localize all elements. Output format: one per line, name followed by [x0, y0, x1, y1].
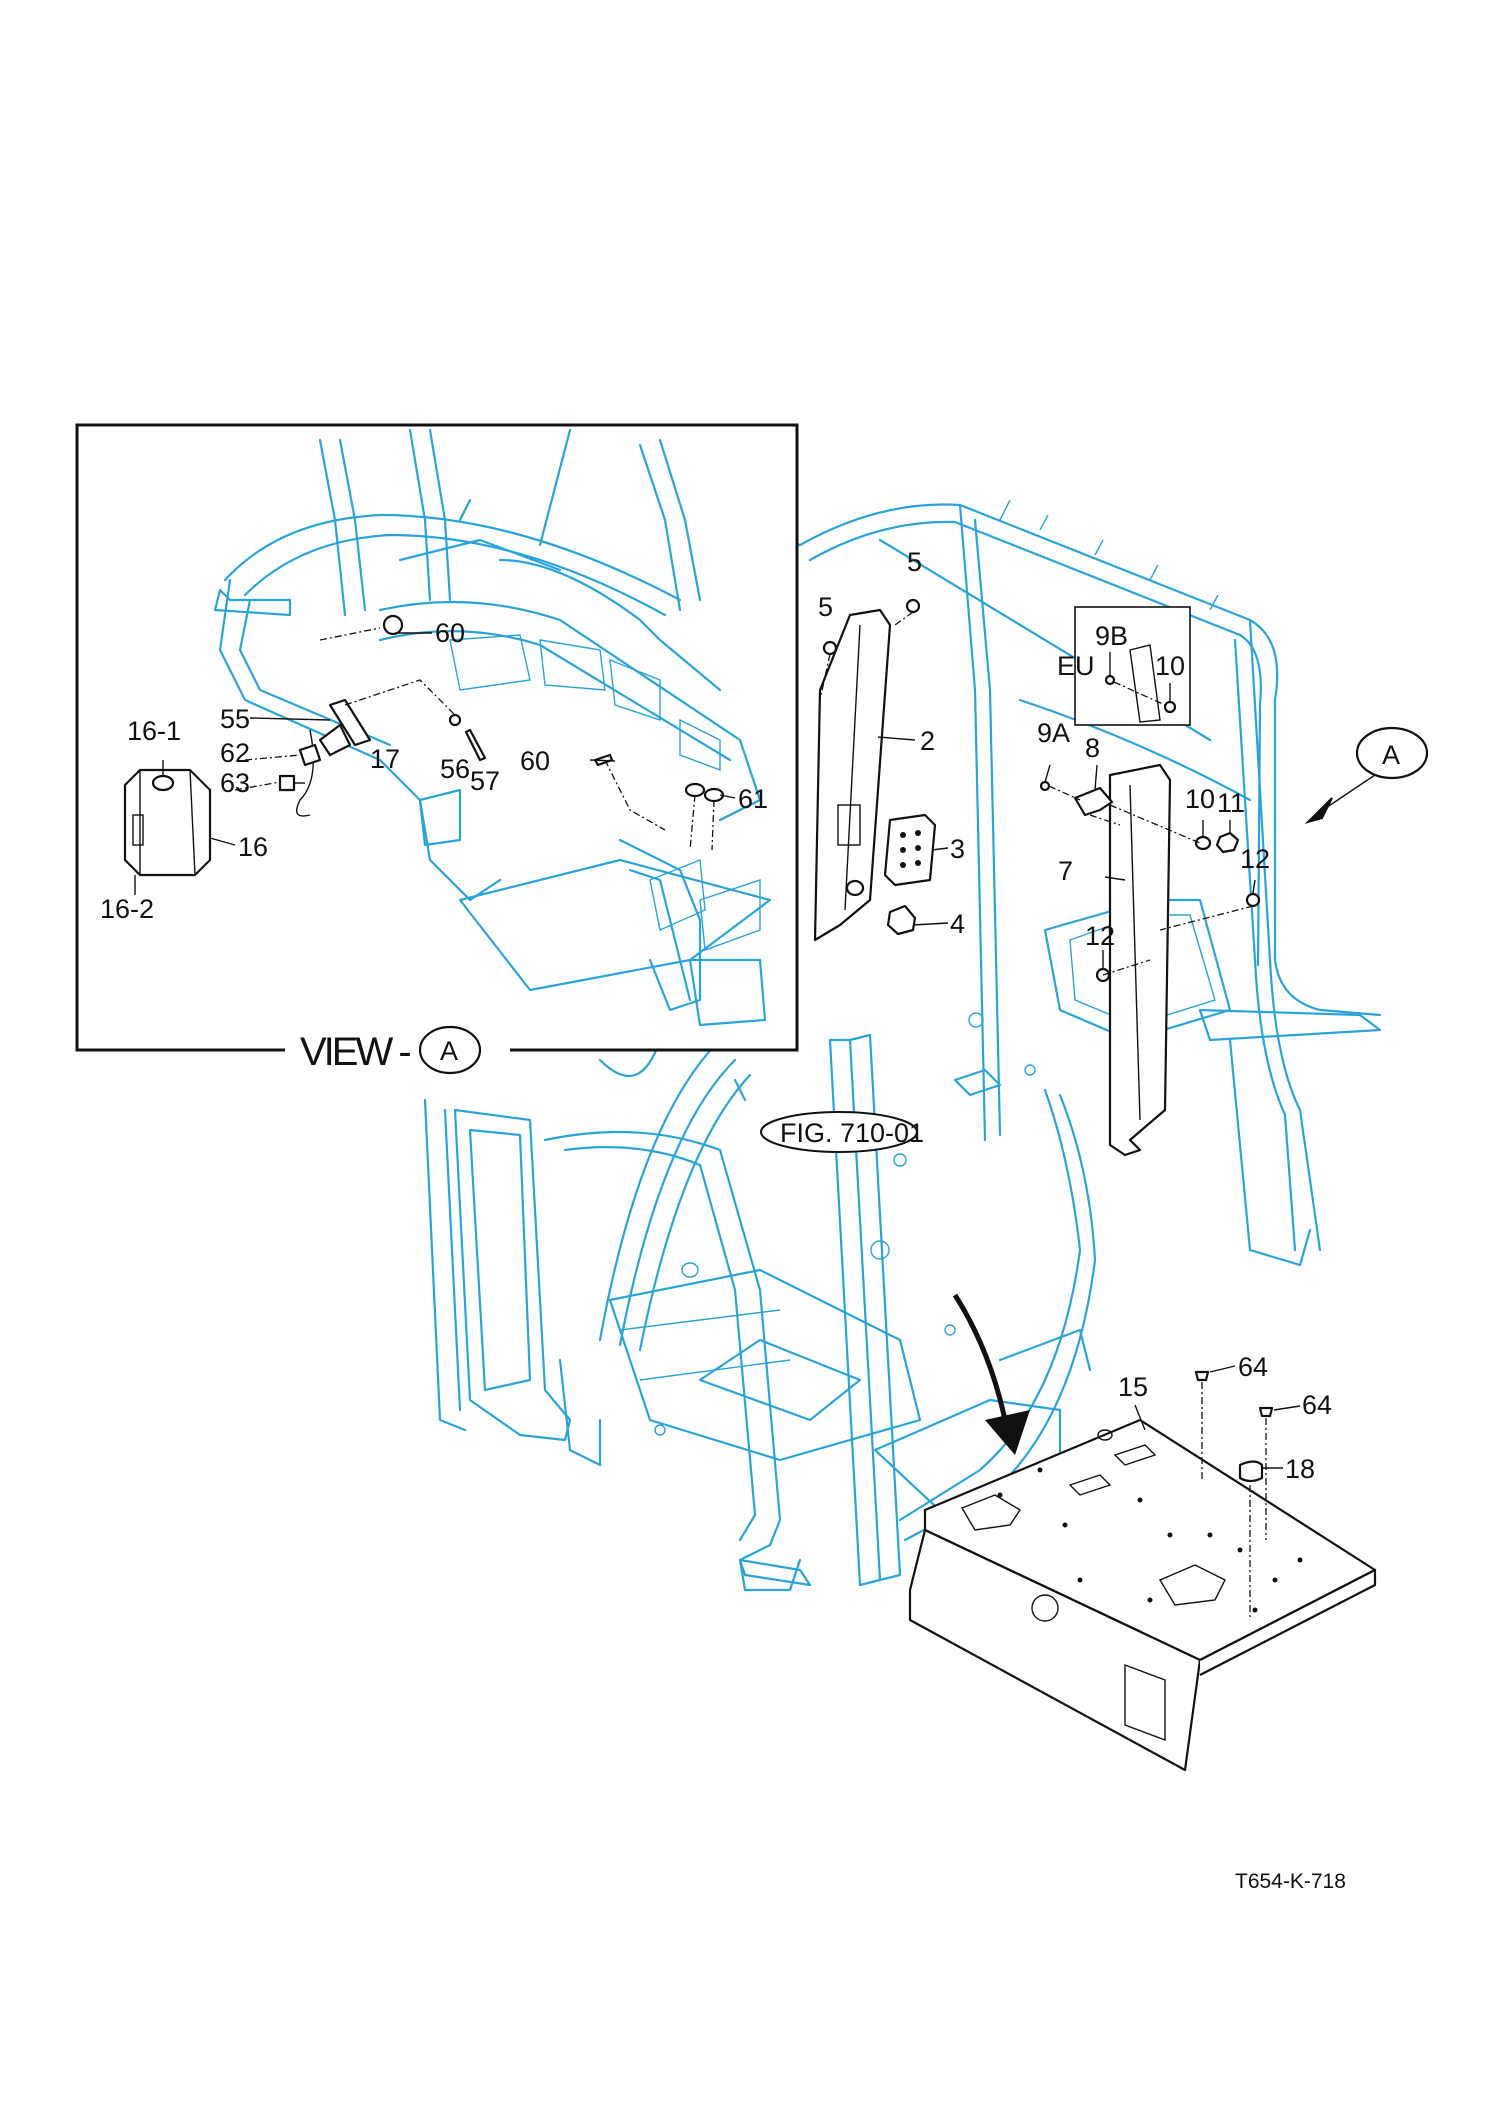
- drawing-number: T654-K-718: [1235, 1870, 1346, 1893]
- label-10: 10: [1185, 784, 1215, 814]
- label-61: 61: [738, 784, 768, 814]
- label-17: 17: [370, 744, 400, 774]
- washer-56: [448, 713, 462, 727]
- bracket-17: [328, 698, 372, 747]
- screw-12-a: [1245, 892, 1261, 908]
- screw-5-a: [822, 640, 838, 656]
- label-62: 62: [220, 738, 250, 768]
- label-15: 15: [1118, 1372, 1148, 1402]
- inset-parts: [123, 614, 736, 895]
- callout-a-circle: [1355, 726, 1429, 780]
- plugs: [1134, 1365, 1301, 1620]
- clamp-62: [298, 743, 322, 767]
- label-11: 11: [1217, 788, 1245, 818]
- label-16-1: 16-1: [127, 716, 181, 746]
- plug-64-b: [1258, 1406, 1274, 1418]
- main-labels: 5 5 2 3 4 9A 8 7 10 11 12 12: [818, 547, 1270, 951]
- floor-labels: 15 64 64 18: [1118, 1352, 1332, 1484]
- label-12-b: 12: [1085, 921, 1115, 951]
- variant-label-eu: EU: [1057, 651, 1095, 681]
- nozzle-57: [464, 728, 487, 762]
- label-64-a: 64: [1238, 1352, 1268, 1382]
- plug-64-a: [1194, 1370, 1210, 1382]
- callout-a-marker: A: [1382, 740, 1400, 770]
- cab-frame: [423, 499, 1382, 1592]
- view-a-inset: 60 55 16-1 62 63 17 56 57 60 61 16 16-2 …: [75, 423, 799, 1075]
- screw-9a: [1039, 780, 1051, 792]
- view-prefix: VIEW -: [300, 1030, 410, 1074]
- label-56: 56: [440, 754, 470, 784]
- washer-10: [1194, 835, 1212, 851]
- view-title: VIEW - A: [285, 1025, 510, 1075]
- label-9a: 9A: [1037, 718, 1070, 748]
- screw-5-b: [905, 598, 921, 614]
- label-8: 8: [1085, 733, 1100, 763]
- eu-variant-box: 9B EU 10: [1057, 606, 1191, 726]
- floor-arrow: [952, 1293, 1030, 1455]
- label-63: 63: [220, 768, 250, 798]
- variant-part-9b: 9B: [1095, 621, 1128, 651]
- bolt-63: [278, 774, 305, 792]
- washer-tank: [123, 768, 212, 877]
- main-parts: [813, 598, 1261, 1157]
- label-2: 2: [920, 726, 935, 756]
- figure-reference: FIG. 710-01: [760, 1111, 924, 1153]
- label-16-2: 16-2: [100, 894, 154, 924]
- plug-60-upper: [382, 614, 404, 636]
- callout-a: A: [1304, 726, 1429, 825]
- cap-61-a: [684, 782, 706, 798]
- label-7: 7: [1058, 856, 1073, 886]
- label-4: 4: [950, 909, 965, 939]
- label-5-a: 5: [818, 592, 833, 622]
- switch-panel-3: [883, 813, 937, 887]
- inset-cab-frame: [213, 428, 772, 1027]
- label-3: 3: [950, 834, 965, 864]
- label-16: 16: [238, 832, 268, 862]
- view-marker: A: [440, 1036, 458, 1066]
- label-5-b: 5: [907, 547, 922, 577]
- view-marker-circle: [418, 1025, 482, 1075]
- label-18: 18: [1285, 1454, 1315, 1484]
- label-60-lower: 60: [520, 746, 550, 776]
- label-12-a: 12: [1240, 844, 1270, 874]
- bracket-8: [1073, 786, 1114, 817]
- label-60-upper: 60: [435, 618, 465, 648]
- pillar-trim-7: [1108, 763, 1172, 1157]
- floor-plate-15: [908, 1418, 1377, 1772]
- knob-4: [886, 904, 917, 936]
- plug-18: [1238, 1460, 1264, 1483]
- label-64-b: 64: [1302, 1390, 1332, 1420]
- inset-labels: 60 55 16-1 62 63 17 56 57 60 61 16 16-2: [100, 618, 768, 924]
- label-57: 57: [470, 766, 500, 796]
- variant-part-10: 10: [1155, 651, 1185, 681]
- nut-11: [1215, 831, 1240, 854]
- label-55: 55: [220, 704, 250, 734]
- figure-ref-label: FIG. 710-01: [780, 1118, 924, 1148]
